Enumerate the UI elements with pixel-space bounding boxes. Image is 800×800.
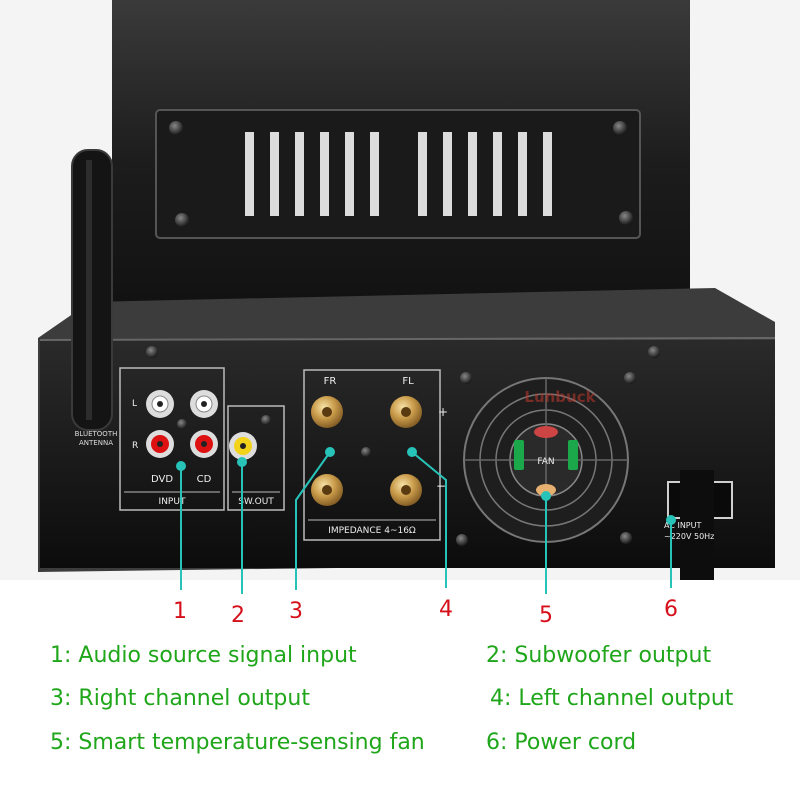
bluetooth-antenna: BLUETOOTH ANTENNA — [71, 149, 118, 447]
input-label-l: L — [132, 399, 137, 409]
vent-plate — [155, 109, 641, 239]
speaker-fr-label: FR — [324, 376, 337, 387]
power-cord: AC INPUT ~220V 50Hz — [664, 470, 733, 580]
caption-power-cord: 6: Power cord — [486, 730, 637, 755]
sw-out-label: SW.OUT — [238, 497, 274, 507]
rca-jack-yellow-sw — [229, 432, 257, 460]
rca-jack-red-dvd — [146, 430, 174, 458]
rca-jack-white-cd — [190, 390, 218, 418]
callout-number-5: 5 — [539, 603, 553, 628]
ac-input-label-1: AC INPUT — [664, 521, 701, 530]
binding-post-fl-negative — [390, 474, 422, 506]
binding-post-fr-positive — [311, 396, 343, 428]
callout-number-6: 6 — [664, 597, 678, 622]
speaker-terminal-section: FR FL + − IMPEDANCE 4~16Ω — [303, 369, 448, 541]
caption-subwoofer-output: 2: Subwoofer output — [486, 643, 712, 668]
transformer-cover — [112, 0, 690, 330]
fan-label: FAN — [537, 457, 554, 467]
input-title: INPUT — [159, 497, 186, 507]
cooling-fan: FAN Lunbuck — [456, 372, 636, 546]
speaker-fl-label: FL — [402, 376, 414, 387]
amplifier-illustration: BLUETOOTH ANTENNA L R DVD CD INPUT SW — [38, 0, 776, 580]
callout-number-2: 2 — [231, 603, 245, 628]
subwoofer-section: SW.OUT — [227, 405, 285, 511]
impedance-label: IMPEDANCE 4~16Ω — [328, 526, 416, 536]
plus-sign: + — [438, 405, 448, 419]
callout-area: 1 2 3 4 5 6 — [173, 580, 678, 628]
input-label-r: R — [132, 441, 138, 451]
caption-left-channel: 4: Left channel output — [490, 686, 734, 711]
input-cd-label: CD — [197, 474, 212, 485]
callout-number-1: 1 — [173, 599, 187, 624]
rca-jack-red-cd — [190, 430, 218, 458]
ac-input-label-2: ~220V 50Hz — [664, 532, 714, 541]
callout-lines — [176, 447, 676, 580]
callout-number-4: 4 — [439, 597, 453, 622]
amplifier-photo: BLUETOOTH ANTENNA L R DVD CD INPUT SW — [0, 0, 800, 580]
antenna-label-2: ANTENNA — [79, 439, 113, 447]
binding-post-fl-positive — [390, 396, 422, 428]
binding-post-fr-negative — [311, 474, 343, 506]
antenna-label-1: BLUETOOTH — [75, 430, 118, 438]
callout-number-3: 3 — [289, 599, 303, 624]
watermark: Lunbuck — [524, 388, 596, 406]
minus-sign: − — [436, 479, 446, 493]
input-dvd-label: DVD — [151, 474, 173, 485]
caption-fan: 5: Smart temperature-sensing fan — [50, 730, 425, 755]
callout-line-ends — [180, 580, 672, 594]
caption-audio-input: 1: Audio source signal input — [50, 643, 357, 668]
vent-slots — [245, 132, 552, 216]
input-section: L R DVD CD INPUT — [119, 367, 225, 511]
caption-right-channel: 3: Right channel output — [50, 686, 310, 711]
rca-jack-white-dvd — [146, 390, 174, 418]
